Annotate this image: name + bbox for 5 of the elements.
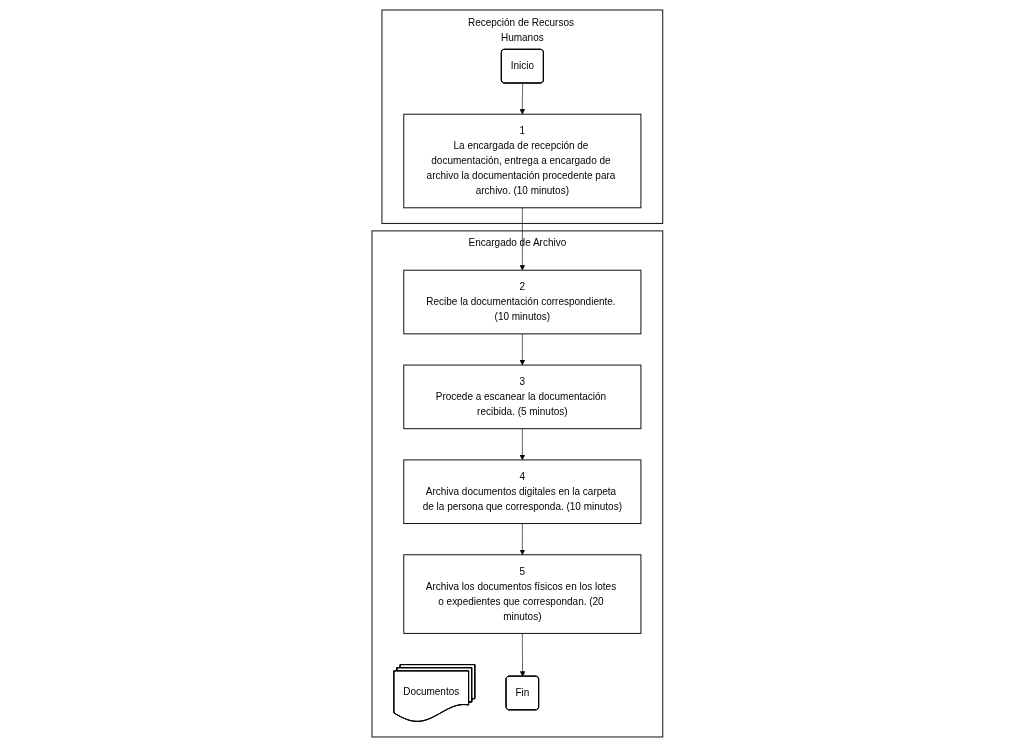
node-box: 3 Procede a escanear la documentación recibida. (5 minutos) <box>403 364 642 430</box>
node-box: 1 La encargada de recepción de documentación, entrega a encargado de archivo la documentación procedente para archivo. (10 minutos) <box>403 113 642 209</box>
node-box: 4 Archiva documentos digitales en la carpeta de la persona que corresponda. (10 minutos) <box>403 459 642 525</box>
node-box: 5 Archiva los documentos físicos en los lotes o expedientes que correspondan. (20 minutos) <box>403 554 642 634</box>
node-box: 2 Recibe la documentación correspondiente. (10 minutos) <box>403 269 642 335</box>
